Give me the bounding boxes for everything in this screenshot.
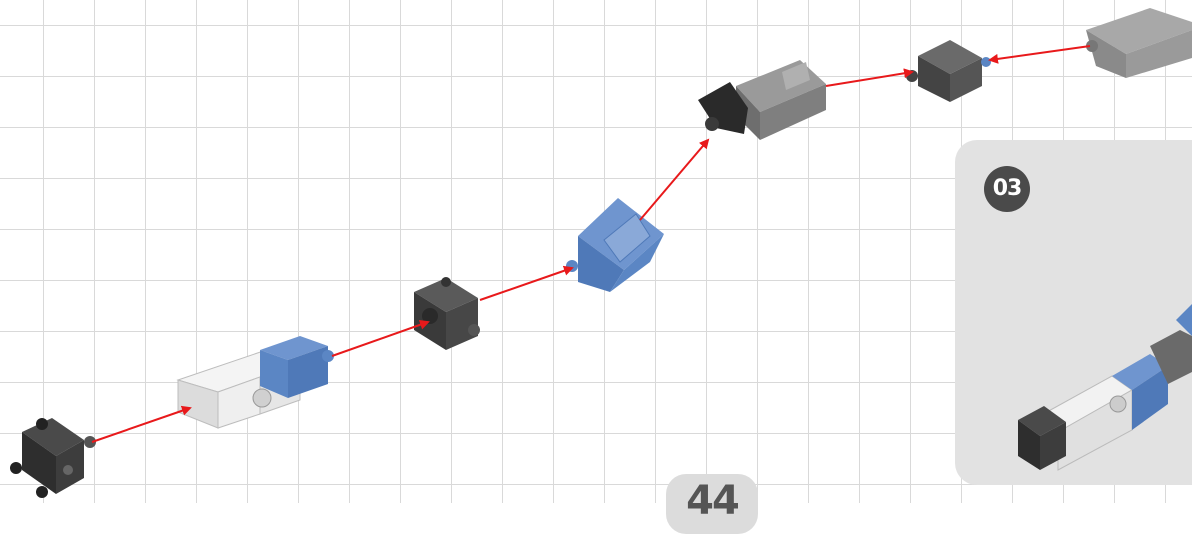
arrow-2 (332, 322, 428, 356)
arrow-6 (990, 46, 1090, 60)
assembled-preview (1018, 304, 1192, 470)
white-blue-channel-block (178, 336, 334, 428)
dark-connector-cube (906, 40, 991, 102)
arrow-3 (480, 268, 572, 300)
blue-angled-block (566, 198, 664, 292)
gray-bracket (1086, 8, 1192, 78)
black-connector-cube (10, 418, 96, 498)
arrow-1 (92, 408, 190, 442)
arrow-4 (640, 140, 708, 220)
assembly-diagram: 03 44 (0, 0, 1192, 503)
parts-layer (0, 0, 1192, 503)
gray-hinge-arm (698, 60, 826, 140)
dark-connector-cube (414, 277, 480, 350)
arrow-5 (826, 72, 912, 86)
